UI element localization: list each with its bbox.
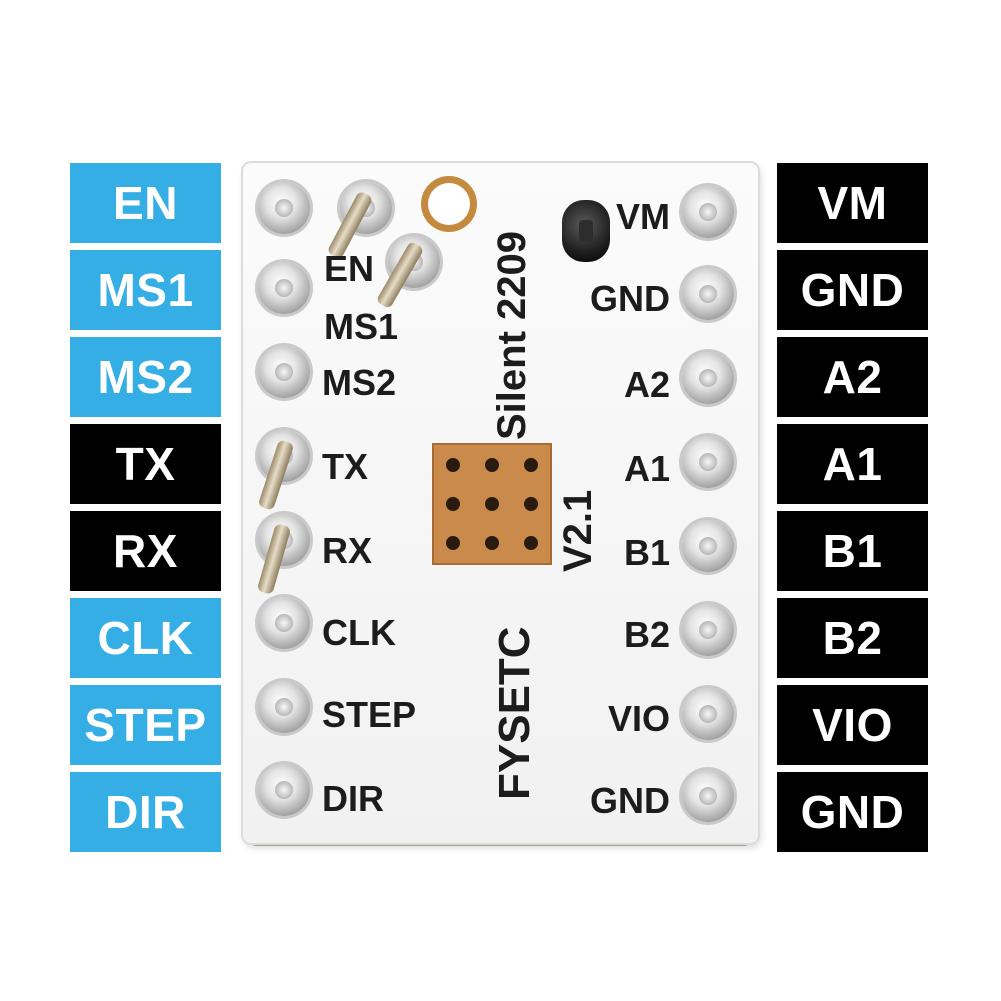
via bbox=[523, 496, 538, 511]
pin-right-8 bbox=[682, 770, 734, 822]
pin-left-7 bbox=[258, 681, 310, 733]
mounting-hole bbox=[428, 183, 470, 225]
version-text: V2.1 bbox=[556, 489, 600, 572]
silk-en: EN bbox=[324, 248, 375, 289]
silk-vm: VM bbox=[616, 196, 670, 237]
right-label-a1: A1 bbox=[777, 424, 928, 504]
silk-ms2: MS2 bbox=[322, 362, 397, 403]
via bbox=[484, 457, 499, 472]
right-label-vm: VM bbox=[777, 163, 928, 243]
silk-vio: VIO bbox=[607, 698, 670, 739]
via bbox=[523, 457, 538, 472]
brand-text: FYSETC bbox=[490, 626, 539, 800]
right-label-b2: B2 bbox=[777, 598, 928, 678]
left-label-dir: DIR bbox=[70, 772, 221, 852]
silk-tx: TX bbox=[322, 446, 369, 487]
pin-right-1 bbox=[682, 186, 734, 238]
silk-rx: RX bbox=[322, 530, 373, 571]
left-label-tx: TX bbox=[70, 424, 221, 504]
pin-right-3 bbox=[682, 352, 734, 404]
right-label-vio: VIO bbox=[777, 685, 928, 765]
via bbox=[446, 536, 461, 551]
via bbox=[484, 496, 499, 511]
left-label-en: EN bbox=[70, 163, 221, 243]
left-label-rx: RX bbox=[70, 511, 221, 591]
silk-step: STEP bbox=[322, 694, 417, 735]
silk-ms1: MS1 bbox=[324, 306, 399, 347]
right-label-gnd2: GND bbox=[777, 772, 928, 852]
pin-left-1 bbox=[258, 182, 310, 234]
silk-gnd: GND bbox=[590, 278, 670, 319]
thermal-pad bbox=[432, 443, 552, 565]
silk-b1: B1 bbox=[623, 532, 670, 573]
pin-right-6 bbox=[682, 604, 734, 656]
via bbox=[446, 496, 461, 511]
pin-right-4 bbox=[682, 436, 734, 488]
right-label-gnd: GND bbox=[777, 250, 928, 330]
pin-right-2 bbox=[682, 268, 734, 320]
left-label-ms2: MS2 bbox=[70, 337, 221, 417]
pin-left-8 bbox=[258, 764, 310, 816]
left-label-step: STEP bbox=[70, 685, 221, 765]
silk-clk: CLK bbox=[322, 612, 396, 653]
left-label-ms1: MS1 bbox=[70, 250, 221, 330]
right-label-a2: A2 bbox=[777, 337, 928, 417]
pin-left-6 bbox=[258, 597, 310, 649]
pin-left-3 bbox=[258, 346, 310, 398]
silk-dir: DIR bbox=[322, 778, 384, 819]
pin-right-5 bbox=[682, 520, 734, 572]
silk-a2: A2 bbox=[623, 364, 670, 405]
silk-a1: A1 bbox=[623, 448, 670, 489]
via bbox=[484, 536, 499, 551]
pin-right-7 bbox=[682, 688, 734, 740]
silk-gnd2: GND bbox=[590, 780, 670, 821]
via bbox=[523, 536, 538, 551]
pin-left-2 bbox=[258, 262, 310, 314]
silk-b2: B2 bbox=[623, 614, 670, 655]
left-label-clk: CLK bbox=[70, 598, 221, 678]
potentiometer bbox=[562, 200, 610, 262]
right-label-b1: B1 bbox=[777, 511, 928, 591]
model-text: Silent 2209 bbox=[490, 230, 534, 440]
via bbox=[446, 457, 461, 472]
